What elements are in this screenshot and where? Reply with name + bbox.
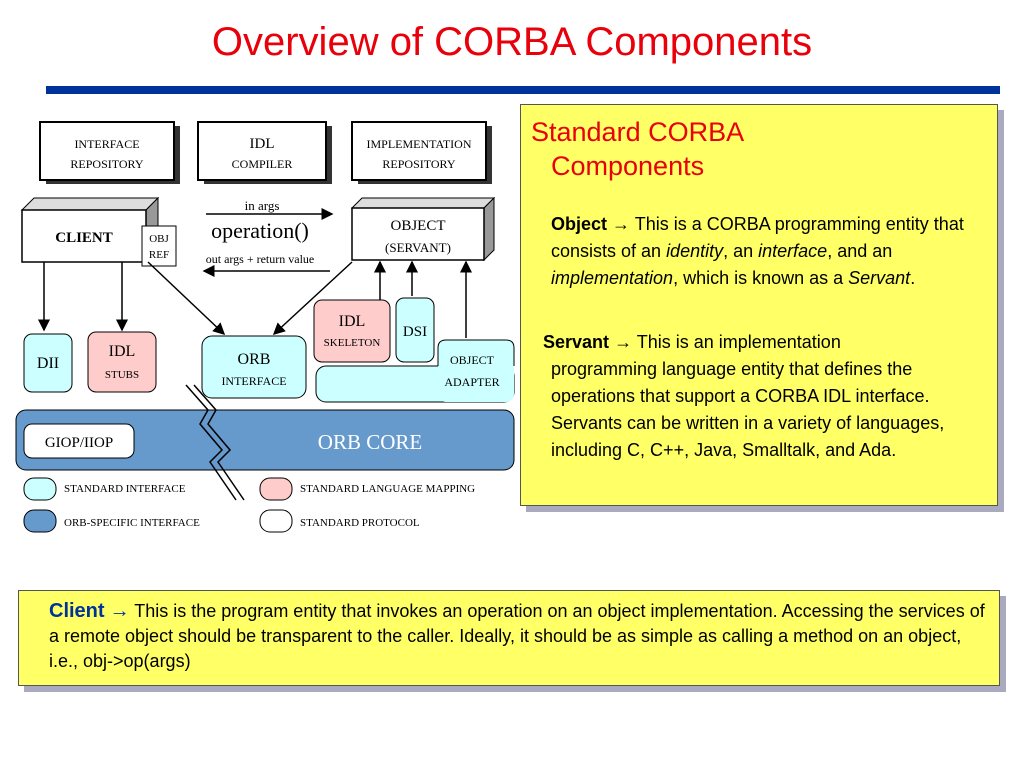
- legend: STANDARD INTERFACE STANDARD LANGUAGE MAP…: [23, 477, 475, 533]
- orb-interface-box: ORB INTERFACE: [201, 335, 307, 399]
- svg-text:STUBS: STUBS: [105, 369, 139, 381]
- network-break-line-b: [193, 384, 245, 501]
- title-divider: [46, 86, 1000, 94]
- svg-text:STANDARD LANGUAGE MAPPING: STANDARD LANGUAGE MAPPING: [300, 483, 475, 495]
- servant-definition: Servant → This is an implementation prog…: [543, 332, 945, 460]
- in-args-label: in args: [245, 198, 280, 213]
- network-break-line-a: [185, 384, 237, 501]
- object-adapter-box: OBJECT ADAPTER: [315, 339, 515, 403]
- svg-text:(SERVANT): (SERVANT): [385, 240, 451, 255]
- out-args-label: out args + return value: [206, 252, 315, 266]
- svg-text:OBJECT: OBJECT: [390, 218, 445, 234]
- idl-compiler-box: IDL COMPILER: [197, 121, 332, 184]
- svg-text:DII: DII: [37, 355, 59, 372]
- svg-text:STANDARD PROTOCOL: STANDARD PROTOCOL: [300, 517, 420, 529]
- arrow-right-icon: →: [109, 600, 130, 622]
- client-box: CLIENT: [20, 196, 160, 264]
- page-title: Overview of CORBA Components: [211, 20, 813, 64]
- dii-box: DII: [23, 333, 73, 393]
- svg-text:CLIENT: CLIENT: [55, 230, 113, 246]
- operation-label: operation(): [211, 218, 309, 243]
- svg-text:SKELETON: SKELETON: [324, 337, 381, 349]
- svg-text:STANDARD INTERFACE: STANDARD INTERFACE: [64, 483, 186, 495]
- svg-text:DSI: DSI: [403, 324, 427, 340]
- svg-text:REPOSITORY: REPOSITORY: [382, 157, 455, 171]
- svg-text:COMPILER: COMPILER: [232, 157, 293, 171]
- arrow-right-icon: →: [614, 332, 633, 352]
- svg-text:INTERFACE: INTERFACE: [221, 374, 286, 388]
- obj-ref-box: OBJ REF: [141, 225, 177, 267]
- object-definition: Object → This is a CORBA programming ent…: [551, 214, 964, 288]
- servant-to-orb-interface-arrow: [272, 261, 353, 336]
- svg-text:IMPLEMENTATION: IMPLEMENTATION: [366, 137, 471, 151]
- object-servant-box: OBJECT (SERVANT): [350, 196, 496, 262]
- svg-text:INTERFACE: INTERFACE: [74, 137, 139, 151]
- svg-text:OBJ: OBJ: [149, 233, 169, 245]
- panel-heading: Standard CORBA Components: [531, 117, 745, 181]
- svg-text:IDL: IDL: [339, 313, 366, 330]
- svg-text:OBJECT: OBJECT: [450, 353, 495, 367]
- interface-repository-box: INTERFACE REPOSITORY: [39, 121, 180, 184]
- svg-text:ORB: ORB: [238, 351, 271, 368]
- orb-core-bar: GIOP/IIOP ORB CORE: [15, 409, 515, 471]
- svg-text:REPOSITORY: REPOSITORY: [70, 157, 143, 171]
- svg-text:ADAPTER: ADAPTER: [444, 375, 499, 389]
- standard-components-panel: Standard CORBA Components Object → This …: [520, 104, 998, 506]
- idl-skeleton-box: IDL SKELETON: [313, 299, 391, 363]
- svg-text:IDL: IDL: [109, 343, 136, 360]
- arrow-right-icon: →: [612, 214, 631, 234]
- svg-text:ORB-SPECIFIC INTERFACE: ORB-SPECIFIC INTERFACE: [64, 517, 200, 529]
- client-definition: Client → This is the program entity that…: [49, 600, 985, 671]
- dsi-box: DSI: [395, 297, 435, 363]
- client-definition-panel: Client → This is the program entity that…: [18, 590, 1000, 686]
- svg-text:REF: REF: [149, 249, 169, 261]
- svg-text:IDL: IDL: [250, 136, 275, 152]
- giop-iiop-label: GIOP/IIOP: [45, 435, 113, 451]
- idl-stubs-box: IDL STUBS: [87, 331, 157, 393]
- client-to-orb-interface-arrow: [147, 261, 226, 336]
- implementation-repository-box: IMPLEMENTATION REPOSITORY: [351, 121, 492, 184]
- orb-core-label: ORB CORE: [318, 430, 422, 454]
